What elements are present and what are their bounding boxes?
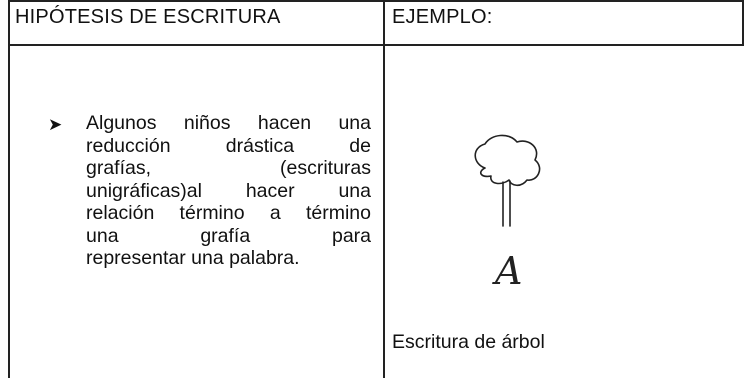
table-column-divider: [383, 0, 385, 378]
hypothesis-line: una grafía para: [86, 224, 371, 247]
drawing-letter: A: [492, 249, 522, 293]
handwritten-tree-drawing: A: [474, 134, 541, 293]
table-border-left: [8, 0, 10, 378]
example-caption: Escritura de árbol: [392, 331, 545, 353]
hypothesis-line: Algunos niños hacen una: [86, 112, 371, 134]
hypothesis-line: relación término a término: [86, 202, 371, 224]
hypothesis-line: reducción drástica de: [86, 134, 371, 157]
table-header-divider: [8, 44, 744, 46]
table-border-top: [8, 0, 744, 2]
hypothesis-line: grafías, (escrituras: [86, 157, 371, 179]
table-border-right: [742, 0, 744, 46]
column-header-hypothesis: HIPÓTESIS DE ESCRITURA: [15, 6, 281, 28]
hypothesis-line: representar una palabra.: [86, 247, 300, 269]
hypothesis-text: Algunos niños hacen una reducción drásti…: [86, 112, 371, 270]
arrow-bullet-icon: ➤: [48, 115, 63, 134]
hypothesis-line: unigráficas)al hacer una: [86, 179, 371, 202]
column-header-example: EJEMPLO:: [392, 6, 493, 28]
